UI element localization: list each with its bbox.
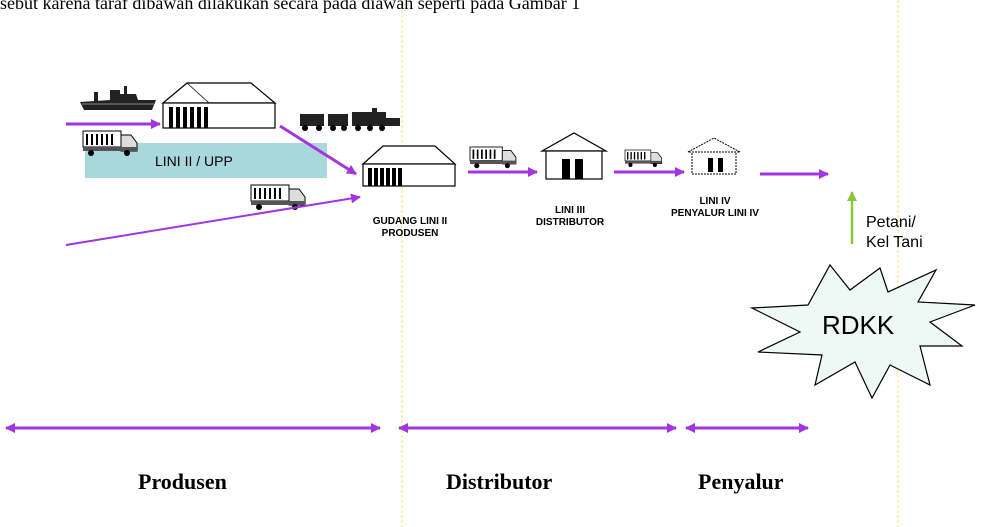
- lini3-line1: LINI III: [555, 205, 585, 216]
- rdkk-label: RDKK: [822, 310, 895, 340]
- section-penyalur: Penyalur: [698, 469, 784, 494]
- petani-line2: Kel Tani: [866, 234, 923, 251]
- section-distributor: Distributor: [446, 469, 553, 494]
- gudang-line2: PRODUSEN: [381, 228, 439, 239]
- lini4-line1: LINI IV: [699, 196, 731, 207]
- top-text: sebut karena taraf dibawah dilakukan sec…: [0, 0, 581, 13]
- section-produsen: Produsen: [138, 469, 227, 494]
- rdkk-star-shape: [749, 263, 976, 400]
- warehouse-icon: [161, 82, 277, 129]
- flow-arrow: [65, 193, 361, 246]
- lini4-line2: PENYALUR LINI IV: [671, 208, 759, 219]
- petani-line1: Petani/: [866, 214, 916, 231]
- ship-icon: [80, 86, 156, 110]
- lini2-upp-label: LINI II / UPP: [155, 153, 233, 169]
- truck-icon: [469, 146, 517, 169]
- gudang-line1: GUDANG LINI II: [372, 216, 448, 227]
- house-icon: [539, 132, 609, 180]
- truck-icon: [82, 130, 138, 156]
- train-icon: [300, 108, 400, 131]
- lini4-label: LINI IV PENYALUR LINI IV: [655, 196, 775, 220]
- flow-arrow: [279, 124, 357, 176]
- warehouse-icon: [361, 145, 457, 187]
- house-icon: [687, 137, 741, 175]
- truck-icon: [624, 149, 663, 167]
- lini3-line2: DISTRIBUTOR: [535, 217, 605, 228]
- petani-label: Petani/ Kel Tani: [866, 213, 923, 253]
- truck-icon: [250, 184, 306, 210]
- lini3-label: LINI III DISTRIBUTOR: [520, 205, 620, 229]
- gudang-lini2-label: GUDANG LINI II PRODUSEN: [350, 216, 470, 240]
